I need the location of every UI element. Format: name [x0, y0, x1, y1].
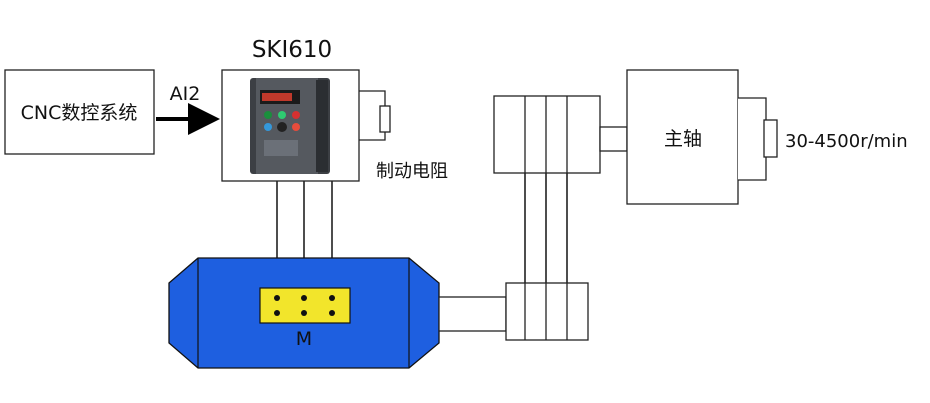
upper-pulley	[493, 95, 601, 174]
ai2-label: AI2	[170, 83, 201, 105]
inverter-model-title: SKI610	[252, 37, 332, 63]
inverter-block	[221, 69, 360, 182]
spindle-connector	[599, 126, 628, 152]
cnc-label: CNC数控系统	[21, 102, 138, 124]
cnc-system-block: CNC数控系统	[4, 69, 155, 155]
drive-belts	[524, 173, 568, 283]
spindle-encoder	[738, 97, 778, 181]
inverter-drive-icon	[250, 78, 330, 174]
ai2-signal-arrow: AI2	[156, 83, 220, 135]
inverter-display	[262, 93, 292, 101]
motor-label: M	[296, 328, 312, 350]
motor-shaft	[438, 296, 507, 332]
spindle-label: 主轴	[664, 128, 702, 150]
lower-pulley	[505, 282, 589, 341]
motor-terminal-box	[259, 287, 351, 324]
brake-label: 制动电阻	[376, 161, 448, 182]
spindle-speed-label: 30-4500r/min	[785, 131, 908, 152]
brake-resistor: 制动电阻	[359, 90, 448, 182]
spindle-block: 主轴	[626, 69, 739, 205]
motor-block: M	[168, 257, 440, 369]
